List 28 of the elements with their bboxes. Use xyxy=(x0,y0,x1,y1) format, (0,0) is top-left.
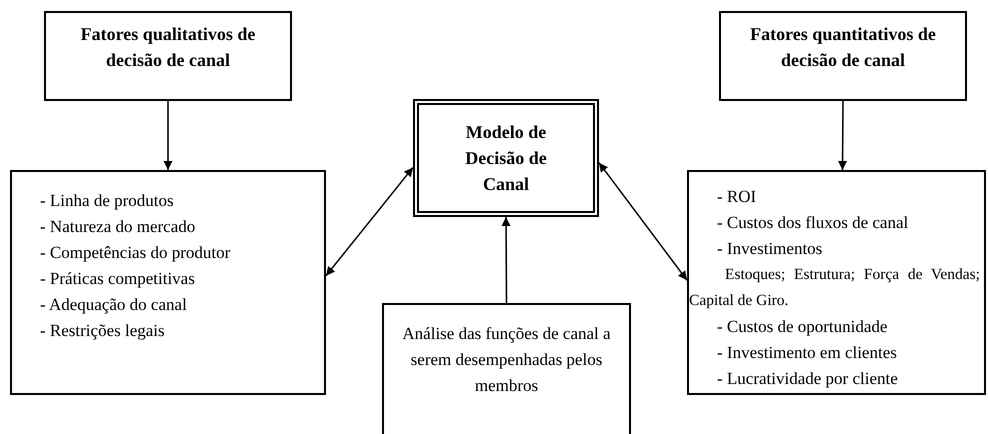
text-box xyxy=(687,170,986,395)
arrow xyxy=(325,166,414,276)
list-item: - Investimentos xyxy=(716,238,824,260)
list-item: - Lucratividade por cliente xyxy=(716,368,899,390)
text-box xyxy=(44,11,292,101)
box-text: Análise das funções de canal a serem desempenhadas pelos membros xyxy=(401,323,612,397)
arrow xyxy=(598,162,688,281)
box-title: Fatores quantitativos de decisão de canal xyxy=(749,23,937,72)
arrow xyxy=(502,217,511,303)
list-item: - Práticas competitivas xyxy=(40,268,196,290)
box-title: Modelo de Decisão de Canal xyxy=(464,121,548,196)
list-item: - ROI xyxy=(716,186,758,208)
list-item: - Investimento em clientes xyxy=(716,342,898,364)
list-item: - Adequação do canal xyxy=(40,294,188,316)
list-item: - Competências do produtor xyxy=(40,242,232,264)
list-item: - Custos dos fluxos de canal xyxy=(716,212,910,234)
list-item: - Linha de produtos xyxy=(40,190,175,212)
text-box xyxy=(719,11,967,101)
list-item: - Restrições legais xyxy=(40,320,166,342)
list-item: - Natureza do mercado xyxy=(40,216,196,238)
model-box xyxy=(413,99,599,217)
list-item: - Custos de oportunidade xyxy=(716,316,888,338)
arrow xyxy=(164,101,172,170)
text-box xyxy=(10,170,326,395)
arrow xyxy=(838,101,848,170)
box-title: Fatores qualitativos de decisão de canal xyxy=(80,23,256,72)
text-box xyxy=(382,303,631,434)
list-item-detail: Estoques; Estrutura; Força de Vendas; Capital de Giro. xyxy=(689,265,980,311)
